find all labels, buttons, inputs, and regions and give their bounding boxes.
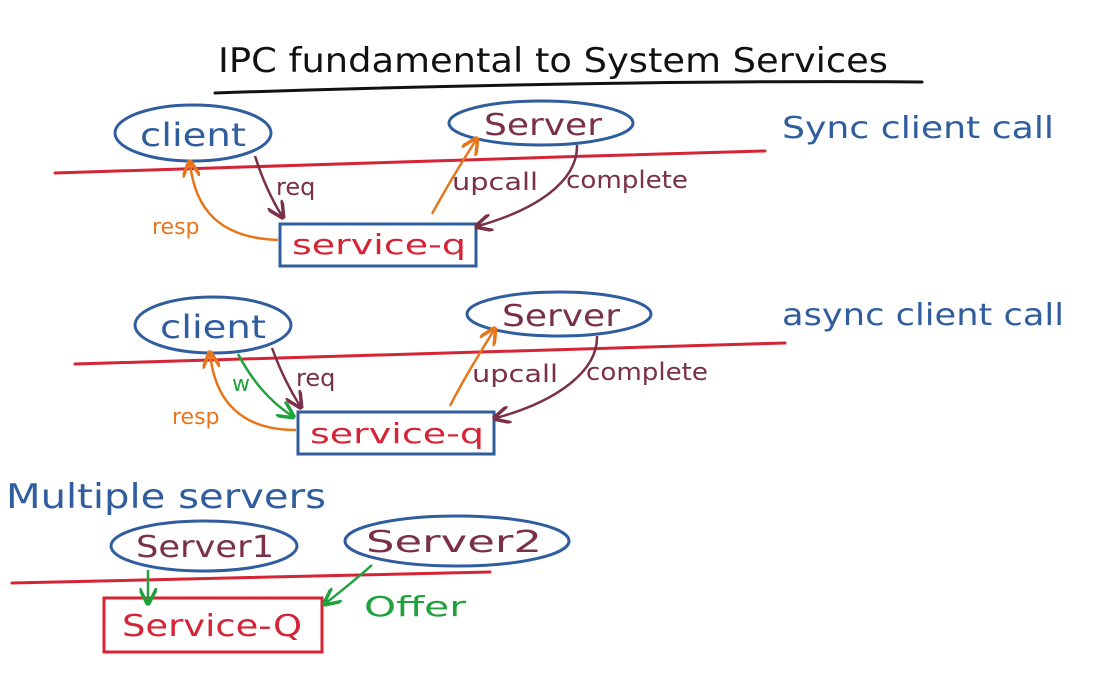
sync-upcall-label: upcall [452,168,538,196]
sync-complete-arrow [478,144,579,226]
async-complete-label: complete [586,358,708,386]
async-resp-label: resp [172,405,220,430]
async-server-node [465,290,653,338]
async-server-label: Server [502,299,621,334]
async-complete-arrow [496,335,599,418]
async-call-label: async client call [782,298,1064,333]
async-w-label: w [232,372,250,397]
async-service-box [296,410,496,456]
sync-call-label: Sync client call [782,111,1054,146]
title-underline [213,80,924,95]
offer-label: Offer [364,590,467,623]
server2-label: Server2 [366,525,542,560]
async-service-label: service-q [310,417,484,450]
async-resp-arrow [210,354,297,432]
sync-resp-arrow [190,163,279,242]
async-kernel-boundary [73,341,787,366]
sync-kernel-boundary [53,149,767,175]
sync-req-label: req [276,173,315,201]
sync-server-node [447,99,635,147]
sync-service-label: service-q [292,228,466,261]
multi-kernel-boundary [10,570,492,585]
sync-server-label: Server [484,108,603,143]
multi-service-box [102,596,324,654]
sync-upcall-arrow [430,140,476,215]
sync-resp-label: resp [152,215,200,240]
async-w-arrow [236,353,292,416]
server2-offer-arrow [326,564,373,603]
diagram-title: IPC fundamental to System Services [218,41,888,81]
sync-req-arrow [253,155,282,216]
async-upcall-arrow [448,330,494,407]
server2-node [343,514,571,568]
sync-client-label: client [140,116,246,154]
async-client-label: client [160,308,266,346]
async-req-label: req [296,364,335,392]
sync-service-box [278,222,478,268]
multi-service-label: Service-Q [122,609,302,644]
server1-node [109,519,299,573]
multiple-servers-heading: Multiple servers [6,477,326,517]
async-upcall-label: upcall [472,360,558,388]
sync-complete-label: complete [566,166,688,194]
server1-label: Server1 [136,530,274,565]
